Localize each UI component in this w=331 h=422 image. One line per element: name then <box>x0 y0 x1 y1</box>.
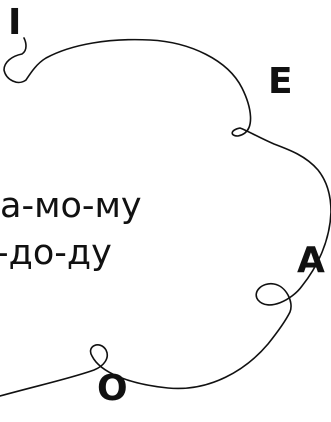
vowel-i-label: I <box>8 2 22 43</box>
syllable-line-1: а-мо-му <box>0 186 142 226</box>
vowel-a-label: A <box>297 240 325 281</box>
cloud-path <box>0 37 331 397</box>
syllable-line-2: -до-ду <box>0 233 112 273</box>
vowel-e-label: E <box>268 61 293 102</box>
vowel-o-label: O <box>97 368 128 409</box>
